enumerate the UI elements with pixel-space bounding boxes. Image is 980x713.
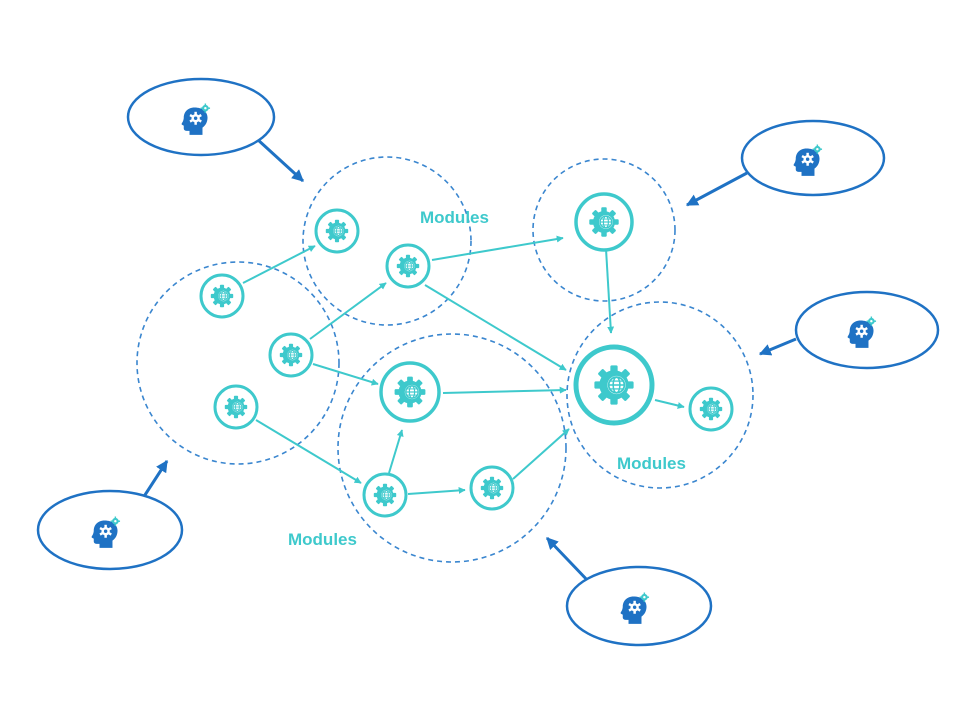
- module-node: [362, 472, 408, 518]
- expert-bubble: [36, 489, 184, 571]
- module-node: [469, 465, 515, 511]
- module-node: [385, 243, 431, 289]
- modules-label-top: Modules: [420, 208, 489, 227]
- module-node-central: [573, 344, 655, 426]
- module-node: [199, 273, 245, 319]
- expert-bubble: [565, 565, 713, 647]
- module-node: [268, 332, 314, 378]
- module-node: [213, 384, 259, 430]
- modules-label-bottom: Modules: [288, 530, 357, 549]
- module-node: [314, 208, 360, 254]
- module-node: [574, 192, 634, 252]
- cluster-boundary: [566, 301, 754, 489]
- expert-bubble: [794, 290, 940, 370]
- module-connections: [242, 235, 685, 495]
- module-node: [688, 386, 734, 432]
- module-node: [379, 361, 441, 423]
- modules-label-right: Modules: [617, 454, 686, 473]
- cluster-boundary: [136, 261, 340, 465]
- expert-pointers: [141, 137, 797, 585]
- cluster-boundary: [337, 333, 567, 563]
- cluster-boundary: [302, 156, 472, 326]
- expert-bubble: [126, 77, 276, 157]
- cluster-boundary: [532, 158, 676, 302]
- expert-bubble: [740, 119, 886, 197]
